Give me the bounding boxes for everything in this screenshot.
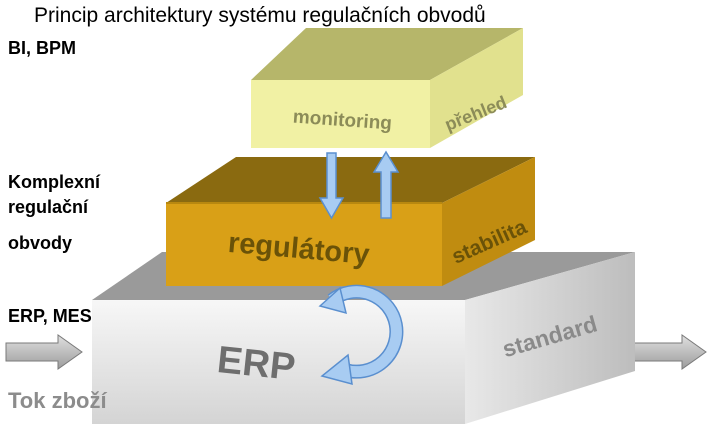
side-label-erp-mes: ERP, MES	[8, 306, 92, 326]
layer-regulatory-front-face	[166, 203, 442, 286]
side-label-obvody: obvody	[8, 233, 73, 253]
layer-regulatory: regulátory stabilita	[166, 157, 535, 286]
layer-erp: ERP standard	[92, 252, 635, 424]
regulation-loop-icon	[318, 284, 404, 386]
layer-regulatory-side-face	[442, 157, 535, 286]
layer-monitoring-top-face	[251, 28, 523, 80]
layer-erp-side-face	[465, 252, 635, 424]
side-label-tok-zbozi: Tok zboží	[8, 388, 107, 413]
layer-monitoring-side-face	[430, 28, 523, 148]
arrow-up-icon	[372, 150, 400, 219]
side-label-komplexni: Komplexní	[8, 172, 101, 192]
flow-arrow-right	[630, 334, 707, 370]
layer-erp-label: ERP	[215, 339, 297, 389]
layer-regulatory-top-face	[166, 157, 535, 203]
diagram-title: Princip architektury systému regulačních…	[34, 4, 486, 27]
side-label-regulacni: regulační	[8, 197, 89, 217]
flow-arrow-left	[5, 334, 83, 370]
layer-monitoring: monitoring přehled	[251, 28, 523, 148]
side-label-bi-bpm: BI, BPM	[8, 38, 77, 58]
layer-monitoring-front-face	[251, 80, 430, 148]
layer-erp-front-face	[92, 300, 465, 424]
arrow-down-icon	[318, 152, 345, 220]
